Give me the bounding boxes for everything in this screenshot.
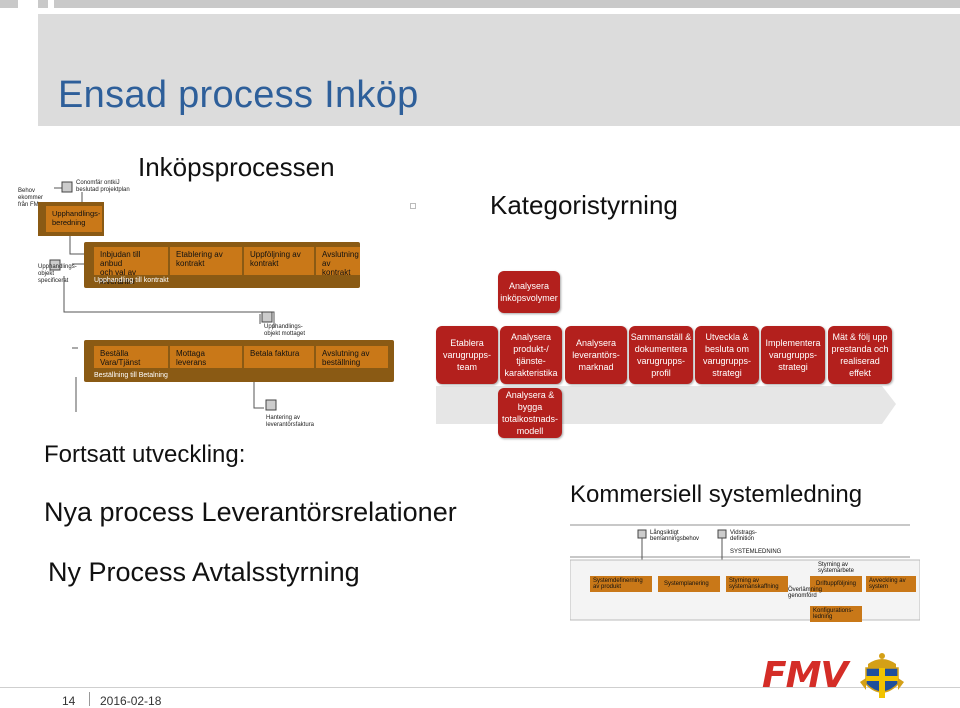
footer-rule [0, 687, 960, 688]
row3-end-label: Hantering av leverantörsfaktura [266, 415, 315, 428]
kategori-step: Implementera varugrupps- strategi [761, 326, 825, 384]
system-top-right-label: Vidstrags- definition [730, 530, 757, 542]
footer-divider [89, 692, 90, 706]
kategori-step: Utveckla & besluta om varugrupps- strate… [695, 326, 759, 384]
footer-date: 2016-02-18 [100, 694, 162, 708]
heading-systemledning: Kommersiell systemledning [570, 481, 863, 508]
row3-step: Betala faktura [244, 346, 314, 368]
system-step: Systemplanering [658, 576, 720, 592]
kategori-step: Analysera produkt-/ tjänste- karakterist… [500, 326, 562, 384]
top-bar-notch [18, 0, 38, 8]
heading-kategoristyrning: Kategoristyrning [490, 190, 678, 220]
system-step: Styrning av systemanskaffning [726, 576, 788, 592]
inkop-diagram-connectors [49, 181, 277, 412]
top-bar [0, 0, 960, 8]
inkop-diagram: Behov ekommer från FM Conomfär ontkiJ be… [14, 172, 394, 432]
title-band [38, 14, 960, 126]
system-top-left-label: Långsiktigt bemanningsbehov [650, 530, 700, 542]
row3-bar-label: Beställning till Betalning [94, 372, 168, 379]
crest-icon [860, 653, 904, 698]
row3-event-label: Upphandlings- objekt mottaget [264, 324, 306, 337]
system-sub2: Konfigurations- ledning [810, 606, 862, 622]
row3-step: Beställa Vara/Tjänst [94, 346, 168, 368]
kategori-top: Analysera inköpsvolymer [498, 271, 560, 313]
system-label: SYSTEMLEDNING [730, 549, 782, 555]
system-step: Driftuppföljning [810, 576, 862, 592]
system-sub1: Överlämning genomförd [788, 587, 823, 599]
heading-inkopsprocessen: Inköpsprocessen [138, 152, 335, 182]
kategori-step: Sammanställ & dokumentera varugrupps- pr… [629, 326, 693, 384]
row1-event-label: Conomfär ontkiJ beslutad projektplan [76, 180, 130, 193]
kategori-bottom: Analysera & bygga totalkostnads- modell [498, 388, 562, 438]
row3-step: Mottaga leverans [170, 346, 242, 368]
top-bar-notch [48, 0, 54, 8]
heading-leverantorsrelationer: Nya process Leverantörsrelationer [44, 497, 457, 527]
kategori-step: Analysera leverantörs- marknad [565, 326, 627, 384]
row2-step: Avslutning av kontrakt [316, 247, 360, 277]
heading-fortsatt: Fortsatt utveckling: [44, 441, 246, 468]
row2-bar-label: Upphandling till kontrakt [94, 277, 169, 284]
row2-step: Uppföljning av kontrakt [244, 247, 314, 275]
page-number: 14 [62, 694, 76, 708]
fmv-logo: FMV [762, 655, 848, 696]
row3-step: Avslutning av beställning [316, 346, 388, 368]
small-marker [410, 203, 416, 209]
row2-step: Inbjudan till anbud och val av leveranto… [94, 247, 168, 286]
start-event-label: Behov ekommer från FM [18, 188, 44, 208]
row2-step: Etablering av kontrakt [170, 247, 242, 275]
system-right-event: Styrning av systemarbete [818, 562, 855, 574]
system-diagram: Långsiktigt bemanningsbehov Vidstrags- d… [570, 516, 920, 628]
row2-start-label: Upphandlings- objekt specificerat [38, 264, 77, 284]
system-step: Avveckling av system [866, 576, 916, 592]
kategori-step: Etablera varugrupps- team [436, 326, 498, 384]
slide-title: Ensad process Inköp [58, 74, 419, 116]
kategori-step: Mät & följ upp prestanda och realiserad … [828, 326, 892, 384]
row1-activity: Upphandlings- beredning [46, 206, 102, 232]
heading-avtalsstyrning: Ny Process Avtalsstyrning [48, 557, 360, 587]
system-step: Systemdefinerning av produkt [590, 576, 652, 592]
